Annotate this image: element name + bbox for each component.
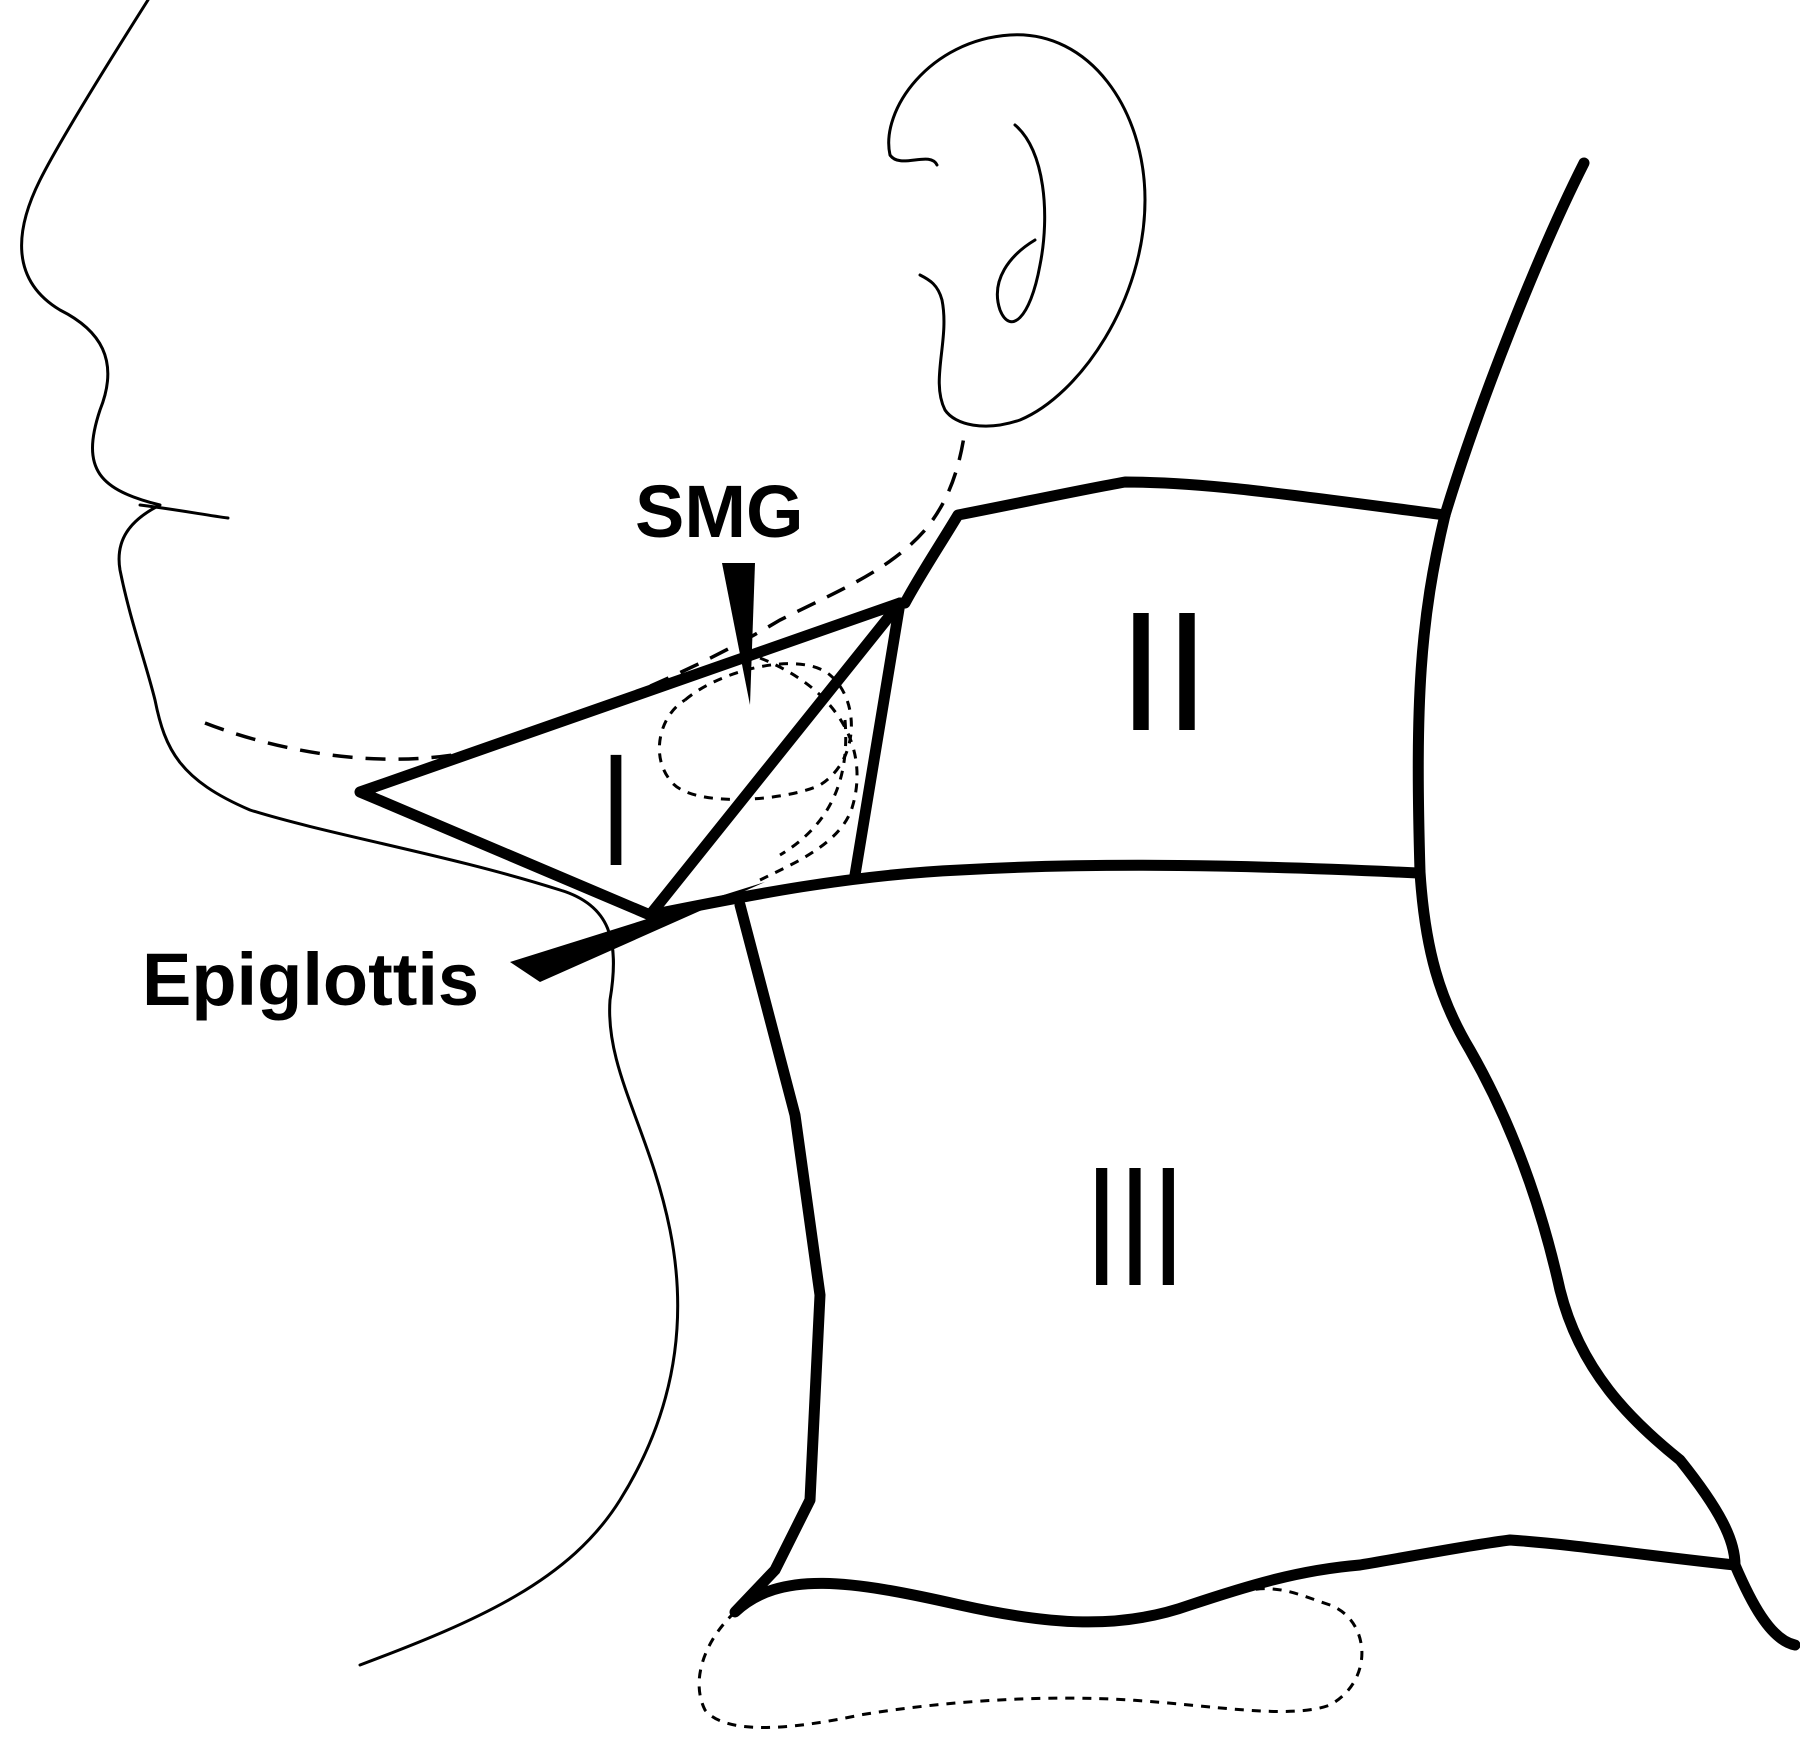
epiglottis-pointer-arrow <box>510 882 765 982</box>
smg-label: SMG <box>635 470 804 553</box>
level-3-numeral: III <box>1085 1132 1185 1322</box>
level-2-anterior-boundary <box>849 597 906 881</box>
level-1-numeral: I <box>600 720 632 899</box>
level-1-boundary <box>354 597 906 921</box>
level-3-boundary <box>729 899 1741 1628</box>
level-2-3-divider <box>644 859 1424 921</box>
level-2-numeral: II <box>1118 577 1210 767</box>
level-2-posterior-level-3-boundary <box>1412 157 1590 878</box>
ear-inner-fold <box>995 123 1047 324</box>
clavicle-outline <box>697 1587 1364 1729</box>
lip-line <box>138 503 230 520</box>
level-3-posterior-boundary <box>1414 866 1800 1651</box>
smg-pointer-arrow <box>722 563 755 705</box>
smg-duct-lines <box>759 656 859 882</box>
epiglottis-label: Epiglottis <box>142 938 479 1021</box>
smg-duct-lines-inner <box>779 719 848 857</box>
face-profile-outline <box>20 0 680 1667</box>
level-2-boundary <box>899 476 1451 609</box>
ear-outline <box>887 33 1147 428</box>
